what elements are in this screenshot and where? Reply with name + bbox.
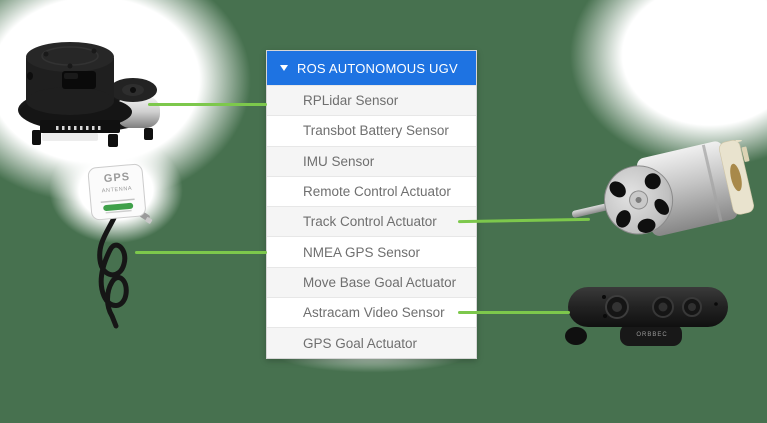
caret-down-icon	[280, 65, 288, 71]
menu-item-astracam-video[interactable]: Astracam Video Sensor	[267, 297, 476, 328]
camera-brand-label: ORBBEC	[636, 332, 668, 338]
menu-item-remote-control[interactable]: Remote Control Actuator	[267, 175, 476, 207]
astra-camera-photo: ORBBEC	[558, 282, 738, 350]
connector-lidar-to-rplidar-row	[148, 103, 267, 106]
astra-camera-illustration	[565, 287, 728, 346]
gps-antenna-photo: GPS ANTENNA	[80, 160, 175, 340]
connector-antenna-to-nmea-row	[135, 251, 267, 254]
menu-item-gps-goal[interactable]: GPS Goal Actuator	[267, 327, 476, 358]
rplidar-photo	[16, 8, 176, 148]
connector-astracam-row-to-camera	[458, 311, 570, 314]
menu-item-rplidar-sensor[interactable]: RPLidar Sensor	[267, 85, 476, 116]
menu-item-nmea-gps[interactable]: NMEA GPS Sensor	[267, 236, 476, 267]
ros-ugv-panel: ROS AUTONOMOUS UGV RPLidar Sensor Transb…	[266, 50, 477, 359]
antenna-cable	[97, 215, 129, 329]
rplidar-illustration	[18, 42, 160, 147]
gps-antenna-illustration	[87, 163, 153, 329]
panel-header[interactable]: ROS AUTONOMOUS UGV	[267, 51, 476, 85]
menu-item-track-control[interactable]: Track Control Actuator	[267, 206, 476, 237]
menu-item-imu-sensor[interactable]: IMU Sensor	[267, 145, 476, 176]
menu-item-move-base-goal[interactable]: Move Base Goal Actuator	[267, 266, 476, 298]
dc-motor-illustration	[572, 128, 754, 236]
menu-item-transbot-battery[interactable]: Transbot Battery Sensor	[267, 115, 476, 146]
dc-motor-photo	[560, 128, 760, 252]
panel-title: ROS AUTONOMOUS UGV	[297, 60, 458, 76]
